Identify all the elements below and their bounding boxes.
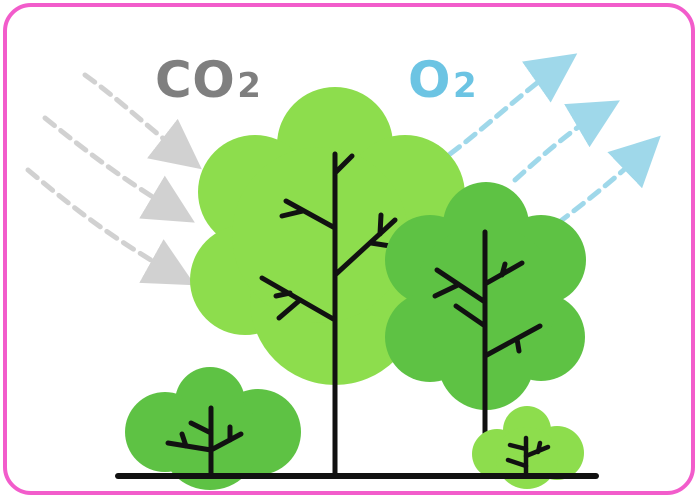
o2-main-text: O [408, 51, 452, 109]
dashed-arrow-icon [555, 135, 661, 226]
co2-label: CO2 [155, 55, 261, 105]
outgoing-arrows [447, 53, 661, 226]
medium-tree-icon [385, 182, 586, 479]
co2-subscript: 2 [237, 66, 262, 106]
dashed-arrow-icon [42, 115, 195, 223]
o2-subscript: 2 [453, 66, 478, 106]
dashed-arrow-icon [447, 53, 578, 157]
small-bush-icon [125, 367, 301, 490]
dashed-arrow-icon [512, 100, 620, 183]
dashed-arrow-icon [25, 167, 196, 286]
o2-label: O2 [408, 55, 477, 105]
dashed-arrow-icon [82, 72, 202, 170]
incoming-arrows [25, 72, 202, 286]
co2-main-text: CO [155, 51, 236, 109]
